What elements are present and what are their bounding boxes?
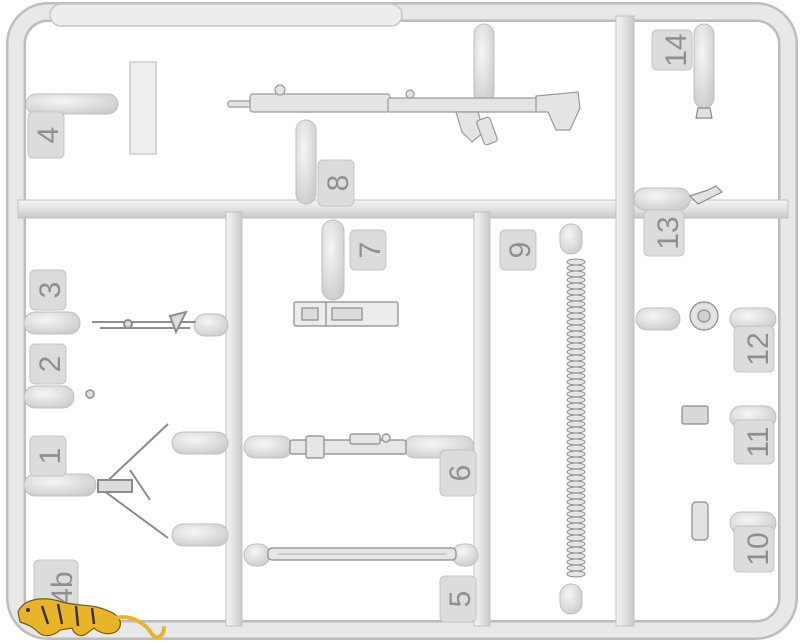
- bipod-part: [92, 310, 196, 335]
- ammo-belt-link: [566, 486, 586, 494]
- part-4-plate: [129, 61, 157, 155]
- part-number-tabs: 4 8 7 9 14 13 12 11 10 3 2 1 6 5 4b: [27, 29, 775, 623]
- part-14-bracket: [695, 107, 713, 119]
- ammo-belt-link: [566, 270, 586, 278]
- ammo-belt-link: [566, 330, 586, 338]
- part-number-8: 8: [322, 175, 355, 192]
- part-number-6: 6: [444, 465, 477, 482]
- ammo-belt-link: [566, 504, 586, 512]
- ammo-belt-link: [566, 282, 586, 290]
- ammo-belt-link: [566, 468, 586, 476]
- part-number-1: 1: [34, 448, 67, 465]
- part-12-drum: [689, 301, 719, 331]
- tiger-logo-icon: [17, 598, 166, 640]
- ammo-belt-link: [566, 516, 586, 524]
- part-number-5: 5: [444, 591, 477, 608]
- part-number-14: 14: [660, 33, 693, 66]
- ammo-belt-link: [566, 474, 586, 482]
- ammo-belt-link: [566, 420, 586, 428]
- ammo-belt-link: [566, 540, 586, 548]
- part-11-clip: [681, 405, 709, 425]
- ammo-belt-link: [566, 570, 586, 578]
- gates: [23, 23, 777, 615]
- ammo-belt-link: [566, 276, 586, 284]
- ammo-belt-link: [566, 564, 586, 572]
- ammo-belt-link: [566, 354, 586, 362]
- ammo-belt-link: [566, 312, 586, 320]
- ammo-belt-link: [566, 378, 586, 386]
- ammo-belt-link: [566, 294, 586, 302]
- part-number-10: 10: [742, 532, 775, 565]
- part-number-12: 12: [742, 332, 775, 365]
- ammo-belt-link: [566, 372, 586, 380]
- ammo-belt-link: [566, 552, 586, 560]
- mount-part: [97, 423, 169, 539]
- ammo-belt-link: [566, 264, 586, 272]
- ammo-belt-link: [566, 396, 586, 404]
- ammo-belt-link: [566, 558, 586, 566]
- ammo-belt-link: [566, 444, 586, 452]
- ammo-belt-link: [566, 426, 586, 434]
- ammo-belt-link: [566, 318, 586, 326]
- ammo-belt-link: [566, 462, 586, 470]
- ammo-belt-link: [566, 288, 586, 296]
- ammo-belt-link: [566, 480, 586, 488]
- ammo-belt-link: [566, 450, 586, 458]
- part-number-13: 13: [652, 216, 685, 249]
- ammo-belt-link: [566, 390, 586, 398]
- ammo-belt-link: [566, 492, 586, 500]
- ammo-belt-link: [566, 438, 586, 446]
- ammo-belt-link: [566, 522, 586, 530]
- ammo-belt-link: [566, 546, 586, 554]
- ammo-belt-link: [566, 432, 586, 440]
- part-number-7: 7: [354, 242, 387, 259]
- part-number-2: 2: [34, 356, 67, 373]
- ammo-belt-link: [566, 300, 586, 308]
- part-number-11: 11: [742, 426, 775, 457]
- ammo-belt-link: [566, 414, 586, 422]
- ammo-belt-link: [566, 510, 586, 518]
- ammo-belt-link: [566, 456, 586, 464]
- part-number-9: 9: [504, 242, 537, 259]
- ammo-belt-link: [566, 408, 586, 416]
- ammo-belt-link: [566, 306, 586, 314]
- part-number-3: 3: [34, 282, 67, 299]
- part-2-knob: [85, 389, 95, 399]
- part-7-box: [293, 301, 399, 327]
- ammo-belt-link: [566, 336, 586, 344]
- part-5-rod: [267, 547, 457, 561]
- ammo-belt: [566, 258, 586, 578]
- inner-runners: [17, 15, 789, 627]
- machine-gun-part: [227, 84, 581, 146]
- part-13-sight: [688, 185, 724, 205]
- part-number-4: 4: [32, 127, 65, 144]
- ammo-belt-link: [566, 528, 586, 536]
- ammo-belt-link: [566, 258, 586, 266]
- ammo-belt-link: [566, 402, 586, 410]
- part-6-receiver: [289, 433, 407, 459]
- ammo-belt-link: [566, 366, 586, 374]
- ammo-belt-link: [566, 498, 586, 506]
- ammo-belt-link: [566, 534, 586, 542]
- ammo-belt-link: [566, 342, 586, 350]
- part-10-plate: [691, 501, 709, 541]
- ammo-belt-link: [566, 360, 586, 368]
- ammo-belt-link: [566, 324, 586, 332]
- ammo-belt-link: [566, 348, 586, 356]
- outer-frame: [6, 2, 798, 640]
- ammo-belt-link: [566, 384, 586, 392]
